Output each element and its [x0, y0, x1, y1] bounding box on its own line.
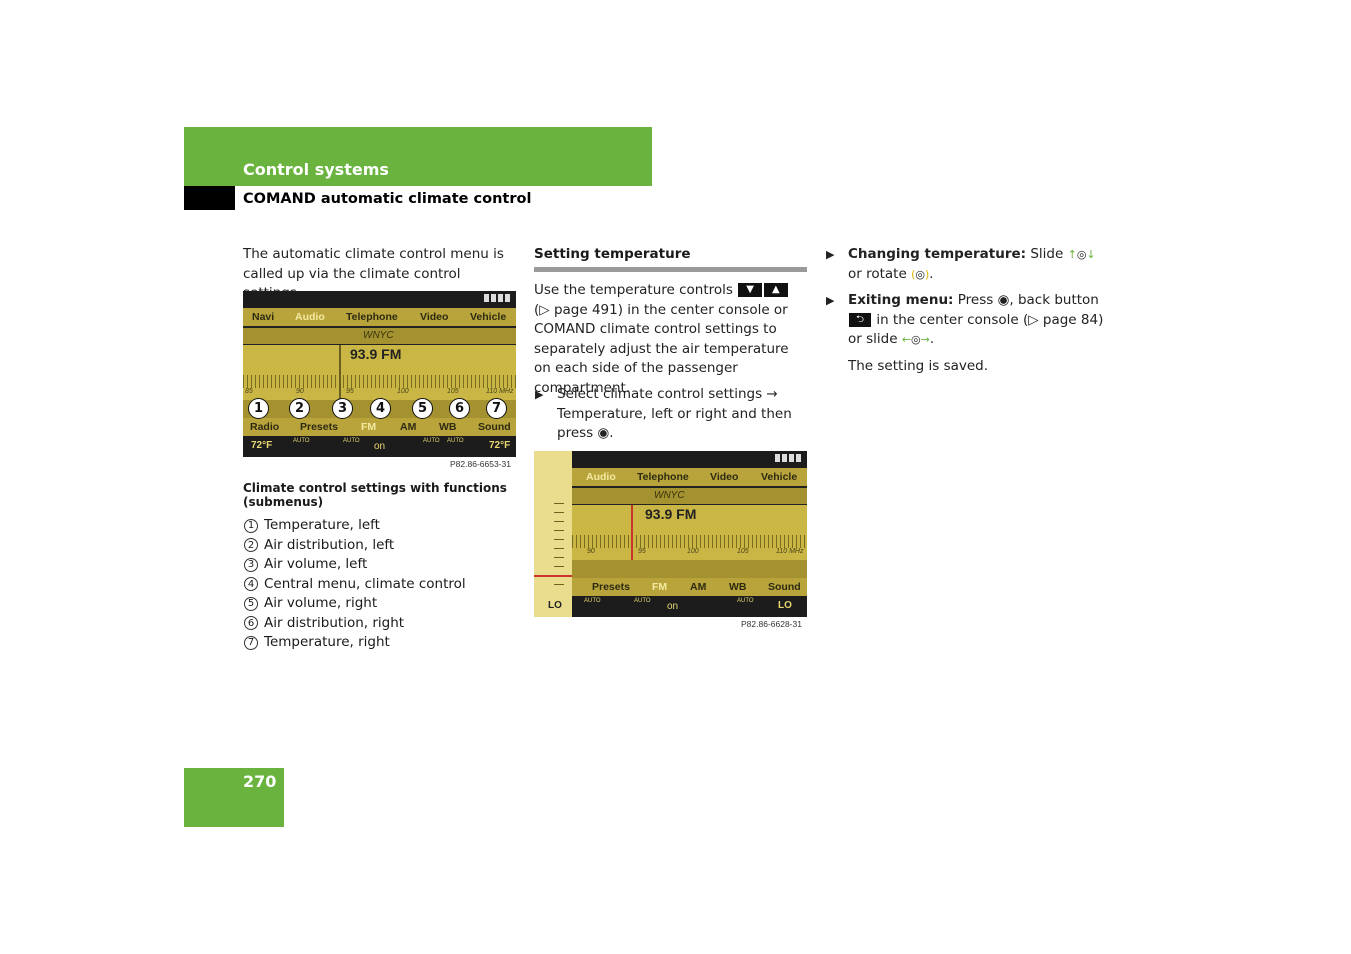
callout-6: 6 [449, 398, 470, 419]
fig2-scale-label: 110 MHz [776, 548, 804, 555]
subsection-title: COMAND automatic climate control [243, 191, 532, 207]
callout-5: 5 [412, 398, 433, 419]
fig1-scale-label: 95 [346, 388, 354, 395]
callout-1: 1 [248, 398, 269, 419]
fig2-frequency: 93.9 FM [645, 506, 697, 522]
fig2-menu-item: AM [690, 581, 707, 593]
fig2-menu-item: FM [652, 581, 668, 593]
bullet-icon: ▶ [535, 388, 544, 401]
fig1-station: WNYC [363, 330, 394, 341]
figure1-code: P82.86-6653-31 [450, 459, 511, 469]
fig1-menu-item: Sound [478, 421, 511, 433]
fig1-scale-label: 85 [245, 388, 253, 395]
slide-up-down-icon: ↑◎↓ [1067, 248, 1096, 261]
fig1-status: 72°F [251, 440, 273, 451]
fig2-scale-label: 105 [737, 548, 749, 555]
fig1-menu-item: WB [439, 421, 457, 433]
fig1-menu-item: Presets [300, 421, 338, 433]
rotate-controller-icon: (◎) [911, 267, 930, 281]
intro-text: The automatic climate control menu is ca… [243, 246, 504, 301]
fig2-status: AUTO [737, 598, 754, 604]
figure2-code: P82.86-6628-31 [741, 619, 802, 629]
fig1-tab: Navi [252, 311, 275, 323]
fig1-tab: Vehicle [470, 311, 507, 323]
fig1-scale-label: 100 [397, 388, 409, 395]
fig1-status: on [374, 441, 386, 452]
up-arrow-key-icon: ▲ [763, 283, 788, 297]
fig2-status: on [667, 601, 679, 612]
fig2-status: LO [778, 600, 792, 611]
fig1-menu-item: FM [361, 421, 377, 433]
fig2-tab: Telephone [637, 471, 689, 483]
bullet-icon: ▶ [826, 248, 835, 261]
section-marker [184, 186, 235, 210]
fig2-status: AUTO [584, 598, 601, 604]
fig2-menu-item: WB [729, 581, 747, 593]
fig1-status: 72°F [489, 440, 511, 451]
controller-press-icon: ◉ [997, 292, 1010, 308]
bullet-icon: ▶ [826, 294, 835, 307]
fig2-tab: Video [710, 471, 739, 483]
step-exiting-menu: ▶ Exiting menu: Press ◉, back button ⮌ i… [826, 292, 1104, 347]
step-changing-temperature: ▶ Changing temperature: Slide ↑◎↓ or rot… [826, 246, 1096, 282]
fig2-scale-label: 90 [587, 548, 595, 555]
slide-left-right-icon: ←◎→ [901, 333, 930, 346]
callout-7: 7 [486, 398, 507, 419]
fig1-status: AUTO [343, 438, 360, 444]
fig2-station: WNYC [654, 490, 685, 501]
fig1-scale-label: 105 [447, 388, 459, 395]
callout-3: 3 [332, 398, 353, 419]
fig2-tab: Audio [586, 471, 616, 483]
fig2-status: AUTO [634, 598, 651, 604]
fig1-status: AUTO [423, 438, 440, 444]
fig2-tab: Vehicle [761, 471, 798, 483]
fig2-scale-label: 100 [687, 548, 699, 555]
setting-temperature-heading: Setting temperature [534, 246, 807, 272]
fig2-menu-item: Presets [592, 581, 630, 593]
callout-2: 2 [289, 398, 310, 419]
fig1-status: AUTO [293, 438, 310, 444]
fig1-scale-label: 110 MHz [486, 388, 514, 395]
fig2-left-temp: LO [548, 600, 562, 611]
section-header-bar [184, 127, 652, 186]
figure-climate-menu: Navi Audio Telephone Video Vehicle WNYC … [243, 291, 516, 457]
controller-press-icon: ◉ [597, 425, 610, 441]
fig1-menu-item: AM [400, 421, 417, 433]
result-text: The setting is saved. [848, 358, 989, 374]
step-select-settings: ▶ Select climate control settings → Temp… [535, 386, 792, 441]
fig1-tab: Telephone [346, 311, 398, 323]
page-number: 270 [243, 772, 277, 791]
fig1-tab: Audio [295, 311, 325, 323]
fig2-menu-item: Sound [768, 581, 801, 593]
back-button-icon: ⮌ [849, 312, 872, 327]
figure-caption: Climate control settings with functions … [243, 481, 507, 509]
fig1-tab: Video [420, 311, 449, 323]
callout-4: 4 [370, 398, 391, 419]
page-number-box [184, 768, 284, 827]
fig1-status: AUTO [447, 438, 464, 444]
fig1-menu-item: Radio [250, 421, 280, 433]
down-arrow-key-icon: ▼ [738, 283, 762, 297]
fig1-scale-label: 90 [296, 388, 304, 395]
fig2-scale-label: 95 [638, 548, 646, 555]
fig1-frequency: 93.9 FM [350, 346, 402, 362]
temperature-paragraph: Use the temperature controls ▼▲ (▷ page … [534, 282, 789, 396]
section-title: Control systems [243, 160, 389, 179]
figure-temperature-setting: LO Audio Telephone Video Vehicle WNYC 93… [534, 451, 807, 617]
